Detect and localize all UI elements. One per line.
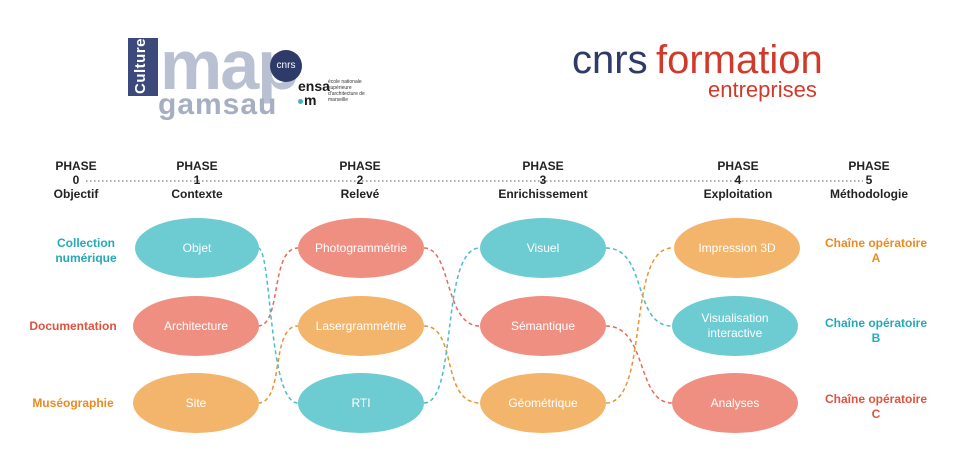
phase-4-title: PHASE (717, 159, 759, 173)
link-rti-visuel (423, 247, 481, 404)
map-gamsau-logo: Culture map gamsau cnrs ensa m école nat… (128, 30, 365, 124)
methodologie-chaine-b: Chaîne opératoire B (824, 316, 928, 345)
phase-1-name: Contexte (171, 187, 223, 201)
node-architecture: Architecture (133, 296, 259, 356)
node-site: Site (133, 373, 259, 433)
phase-5-title: PHASE (848, 159, 890, 173)
node-lasergrammetrie: Lasergrammétrie (298, 296, 424, 356)
link-objet-rti (257, 247, 299, 404)
phase-0-title: PHASE (55, 159, 97, 173)
phase-1-number: 1 (193, 173, 201, 187)
methodologie-chaine-a: Chaîne opératoire A (824, 236, 928, 265)
ensa-logo-m: m (304, 92, 317, 108)
node-visuel: Visuel (480, 218, 606, 278)
objective-museographie: Muséographie (32, 396, 114, 410)
phase-2: PHASE 2 Relevé (290, 159, 430, 201)
node-photogrammetrie: Photogrammétrie (298, 218, 424, 278)
node-rti: RTI (298, 373, 424, 433)
phase-2-title: PHASE (339, 159, 381, 173)
methodologie-chaine-c: Chaîne opératoire C (824, 392, 928, 421)
link-architecture-photogrammetrie (257, 247, 299, 327)
ensa-logo-description: école nationale supérieure d'architectur… (328, 79, 365, 103)
phase-2-name: Relevé (340, 187, 380, 201)
cnrs-formation-logo: cnrs formation entreprises (572, 38, 832, 108)
ensa-logo-text: ensa (298, 78, 330, 94)
phase-3: PHASE 3 Enrichissement (473, 159, 613, 201)
phase-5-name: Méthodologie (830, 187, 908, 201)
phase-3-title: PHASE (522, 159, 564, 173)
link-lasergrammetrie-geometrique (423, 325, 481, 404)
objective-documentation: Documentation (29, 319, 117, 333)
cnrs-logo-word: cnrs (572, 38, 648, 82)
link-photogrammetrie-semantique (423, 247, 481, 327)
link-visuel-visualisation (605, 247, 673, 327)
formation-logo-word: formation (656, 38, 823, 82)
phase-0-number: 0 (72, 173, 80, 187)
phase-5-number: 5 (865, 173, 873, 187)
culture-logo-box (128, 38, 158, 96)
link-site-lasergrammetrie (257, 325, 299, 404)
link-geometrique-impression3d (605, 247, 673, 404)
phase-4-name: Exploitation (703, 187, 773, 201)
objective-collection-numerique: Collection numérique (55, 236, 117, 265)
node-analyses: Analyses (672, 373, 798, 433)
entreprises-logo-word: entreprises (708, 77, 817, 102)
phase-2-number: 2 (356, 173, 364, 187)
node-visualisation-interactive: Visualisation interactive (672, 296, 798, 356)
ensa-logo-dot (298, 99, 303, 104)
node-geometrique: Géométrique (480, 373, 606, 433)
phase-3-name: Enrichissement (498, 187, 588, 201)
phase-0: PHASE 0 Objectif (6, 159, 146, 201)
node-objet: Objet (135, 218, 259, 278)
phase-1-title: PHASE (176, 159, 218, 173)
phase-4: PHASE 4 Exploitation (668, 159, 808, 201)
phase-3-number: 3 (539, 173, 547, 187)
link-semantique-analyses (605, 325, 673, 404)
phase-4-number: 4 (734, 173, 742, 187)
cnrs-small-logo: cnrs (270, 50, 302, 82)
phase-5: PHASE 5 Méthodologie (799, 159, 939, 201)
phase-1: PHASE 1 Contexte (127, 159, 267, 201)
gamsau-logo-text: gamsau (158, 88, 278, 121)
phase-0-name: Objectif (53, 187, 99, 201)
node-impression-3d: Impression 3D (674, 218, 800, 278)
node-semantique: Sémantique (480, 296, 606, 356)
